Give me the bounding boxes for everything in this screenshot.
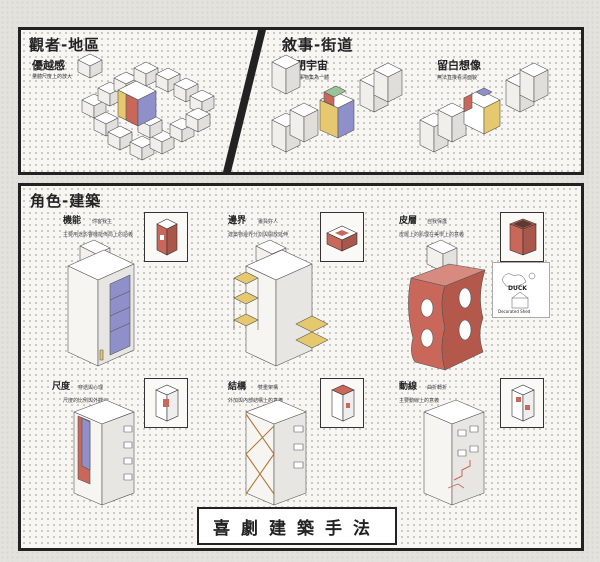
circulation-icon (511, 384, 535, 422)
structure-title: 結構 (228, 382, 247, 392)
boundary-title: 邊界 (228, 216, 247, 226)
circulation-building-diagram (423, 399, 485, 506)
scale-title: 尺度 (52, 382, 71, 392)
scale-desc: 尺度的比例與外觀元 (63, 398, 109, 404)
blank-imagination-street-diagram (419, 62, 549, 153)
duck-sketch-caption: Decorated Shed (498, 309, 531, 314)
scale-note: 穿透與心理 (78, 385, 104, 391)
observer-panel-body (21, 30, 258, 172)
skin-building-diagram (408, 239, 486, 371)
observer-heading: 觀者-地區 (29, 36, 101, 54)
circulation-desc: 主要動線上的意義 (399, 398, 440, 404)
blank-imagination-desc: 無法直接看清面貌 (437, 75, 478, 81)
boundary-icon (326, 225, 358, 252)
blank-imagination-title: 留白想像 (437, 59, 481, 72)
structure-note: 雙重架構 (258, 385, 279, 391)
skin-title: 皮層 (399, 216, 418, 226)
function-note: 你客我主 (92, 219, 113, 225)
character-heading: 角色-建築 (30, 192, 102, 210)
scale-icon-box (144, 378, 188, 428)
boundary-building-diagram (233, 239, 329, 367)
boundary-note: 畫員好人 (258, 219, 279, 225)
main-title: 喜劇建築手法 (197, 507, 397, 545)
skin-note: 自我保護 (427, 219, 448, 225)
circulation-icon-box (500, 378, 544, 428)
duck-sketch-word: DUCK (508, 285, 527, 292)
function-icon-box (144, 212, 188, 262)
boundary-desc: 建築物邊界分割與開放延伸 (228, 232, 289, 238)
structure-icon-box (320, 378, 364, 428)
observer-subtitle: 優越感 (32, 59, 65, 72)
function-title: 機能 (63, 216, 82, 226)
skin-icon-box (500, 212, 544, 262)
duck-sketch-box (492, 262, 550, 318)
function-icon (156, 218, 178, 256)
skin-desc: 皮層上的肌理在美學上的意義 (399, 232, 465, 238)
closed-universe-desc: 將周圍事物集為一體 (284, 75, 330, 81)
observer-desc: 量體尺度上的放大 (32, 74, 73, 80)
circulation-note: 曲折轉折 (427, 385, 448, 391)
structure-building-diagram (245, 399, 307, 506)
skin-icon (509, 218, 537, 256)
district-isometric-diagram (77, 53, 215, 161)
function-desc: 主要用途影響機能佈局上的語義 (63, 232, 134, 238)
scale-building-diagram (73, 399, 135, 506)
duck-sketch (501, 272, 536, 309)
closed-universe-street-diagram (271, 54, 403, 153)
scale-icon (155, 384, 179, 422)
circulation-title: 動線 (399, 382, 418, 392)
narrative-heading: 敘事-街道 (282, 36, 354, 54)
boundary-icon-box (320, 212, 364, 262)
function-building-diagram (67, 239, 135, 367)
structure-desc: 外加與內部結構上的意義 (228, 398, 284, 404)
structure-icon (331, 384, 355, 422)
